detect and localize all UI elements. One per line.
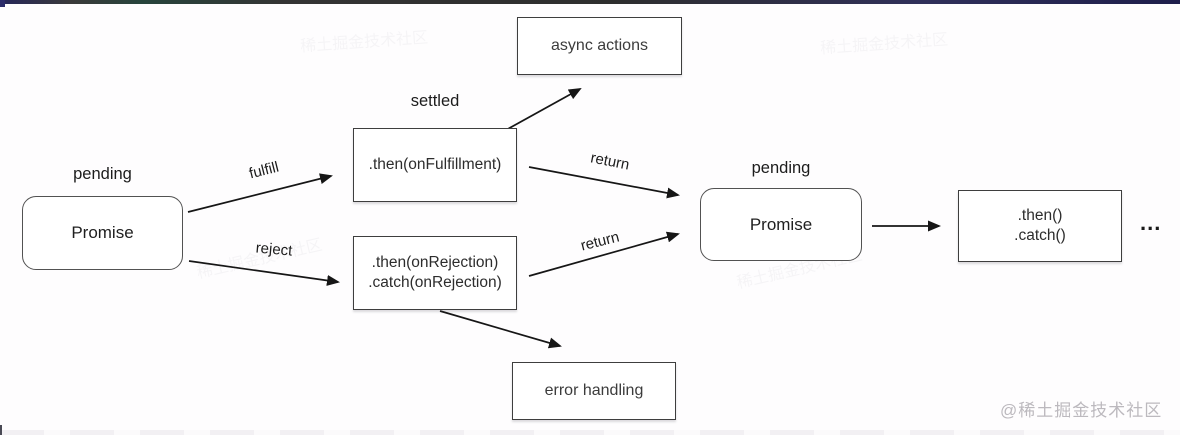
top-edge-artifact [0, 0, 1180, 4]
top-left-corner-artifact [0, 0, 5, 7]
promise1-label: Promise [71, 223, 134, 242]
promise2-node: Promise [700, 188, 862, 261]
promise2-state-label: pending [751, 159, 811, 177]
to-async-actions-arrow [505, 88, 582, 131]
fulfill-arrow [187, 173, 333, 213]
promise1-node: Promise [22, 196, 183, 270]
fulfill-edge-label: fulfill [247, 158, 281, 183]
community-watermark: @稀土掘金技术社区 [1000, 401, 1163, 420]
then-onfulfillment-label: .then(onFulfillment) [368, 155, 502, 173]
error-handling-node: error handling [512, 362, 676, 420]
then-onrejection-node: .then(onRejection) .catch(onRejection) [353, 236, 517, 310]
faint-watermark: 稀土掘金技术社区 [299, 29, 429, 56]
then-onrejection-line2: .catch(onRejection) [368, 274, 502, 291]
bottom-left-corner-artifact [0, 425, 2, 435]
continuation-ellipsis: ... [1140, 210, 1162, 235]
return-top-arrow [528, 166, 680, 199]
bottom-edge-artifact [0, 430, 1180, 435]
faint-watermark: 稀土掘金技术社区 [819, 31, 949, 58]
promise2-label: Promise [749, 214, 813, 234]
then-catch-line2: .catch() [1014, 227, 1066, 244]
async-actions-node: async actions [517, 17, 682, 75]
return-top-edge-label: return [589, 149, 631, 174]
then-catch-line1: .then() [1017, 206, 1063, 224]
then-onfulfillment-node: .then(onFulfillment) [353, 128, 517, 202]
settled-state-label: settled [410, 92, 460, 110]
return-bottom-edge-label: return [578, 228, 622, 255]
then-onrejection-line1: .then(onRejection) [371, 253, 499, 271]
error-handling-label: error handling [544, 382, 644, 399]
then-catch-node: .then() .catch() [958, 190, 1122, 262]
async-actions-label: async actions [551, 37, 648, 54]
promise1-state-label: pending [73, 165, 132, 183]
to-error-handling-arrow [439, 310, 562, 349]
